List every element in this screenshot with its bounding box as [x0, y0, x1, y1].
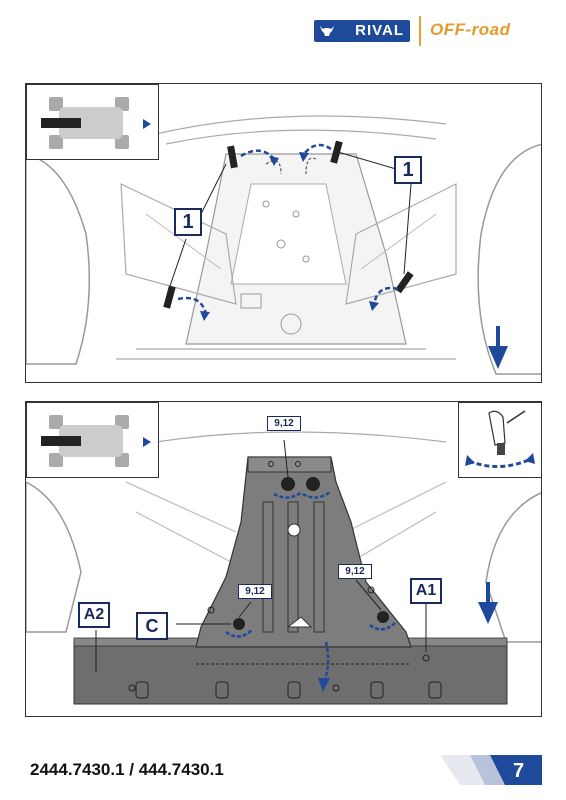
callout-1-right: 1 — [394, 156, 422, 184]
bolt-tag-right: 9,12 — [338, 564, 372, 579]
vehicle-location-inset-2 — [26, 402, 159, 478]
bolt-tag-left: 9,12 — [238, 584, 272, 599]
bolt-tag-top: 9,12 — [267, 416, 301, 431]
page-number: 7 — [512, 760, 525, 782]
callout-1-left: 1 — [174, 208, 202, 236]
tool-inset — [458, 402, 541, 478]
atv-topview-icon — [41, 97, 151, 149]
panel2-illustration — [26, 431, 541, 705]
step-panel-2: 9,12 9,12 9,12 A1 A2 C — [25, 401, 542, 717]
vehicle-location-inset — [26, 84, 159, 160]
part-numbers: 2444.7430.1 / 444.7430.1 — [30, 760, 224, 779]
rival-logo-text: RIVAL — [355, 22, 404, 39]
bull-icon — [320, 26, 334, 36]
atv-topview-icon — [41, 415, 151, 467]
offroad-logo: OFF-road — [430, 20, 511, 39]
rival-logo: RIVAL — [314, 20, 410, 42]
label-c: C — [136, 612, 168, 640]
hand-wrench-icon — [465, 410, 535, 469]
label-a2: A2 — [78, 602, 110, 628]
logo-divider — [419, 16, 421, 46]
label-a1: A1 — [410, 578, 442, 604]
footer-accent-band — [440, 755, 542, 785]
panel1-illustration — [26, 115, 541, 375]
step-panel-1: 1 1 — [25, 83, 542, 383]
